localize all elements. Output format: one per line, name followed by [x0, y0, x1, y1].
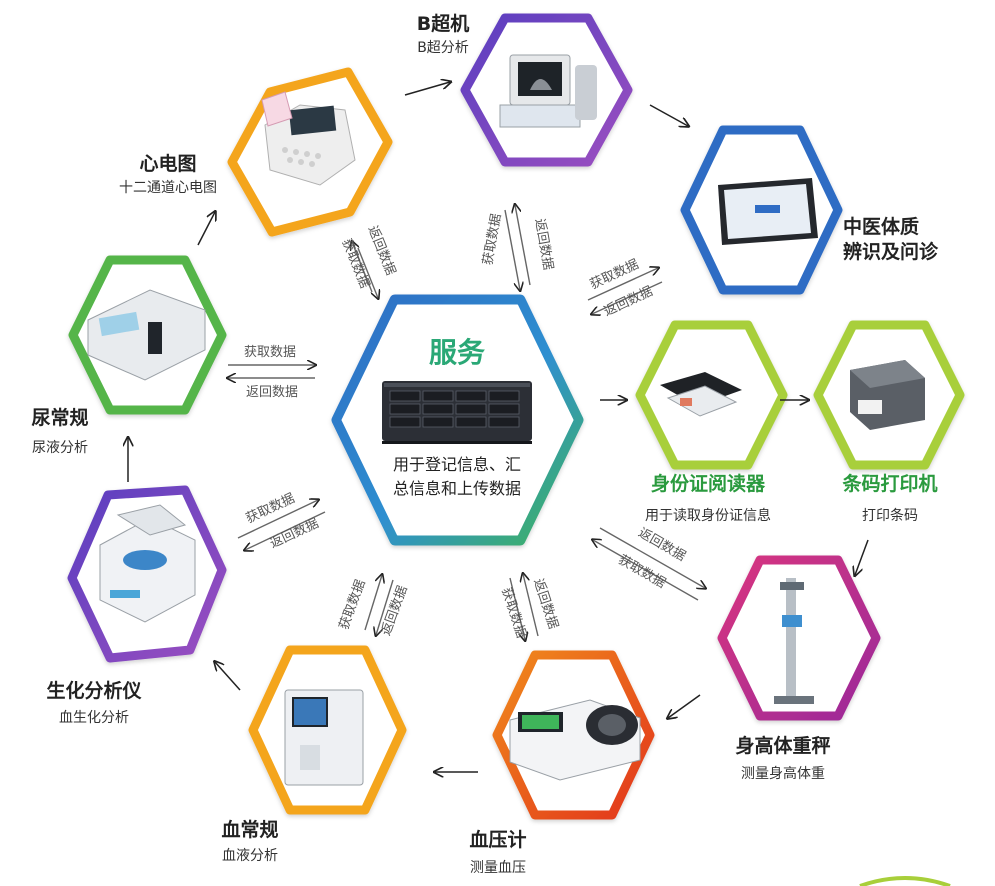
bp-title: 血压计	[469, 828, 526, 851]
flow-label-ecg-ret: 返回数据	[365, 224, 398, 278]
ecg-machine-icon	[261, 91, 356, 186]
flow-label-height-get: 获取数据	[615, 552, 668, 591]
device-idreader[interactable]	[635, 320, 788, 470]
device-biochem[interactable]	[67, 485, 227, 663]
device-bultra[interactable]	[460, 13, 633, 167]
sequence-arrows	[128, 82, 869, 772]
bultra-title: B超机	[417, 12, 469, 35]
server-rack-icon	[382, 381, 532, 444]
flow-label-height-ret: 返回数据	[635, 525, 688, 564]
flow-label-bultra-get: 获取数据	[481, 212, 505, 266]
center-server-node: 服务 用于登记信息、汇 总信息和上传数据	[331, 294, 584, 546]
arrow-blood-to-biochem	[215, 662, 241, 691]
arrow-barcode-to-height	[855, 539, 869, 575]
device-ecg[interactable]	[227, 67, 393, 237]
biochemistry-analyzer-icon	[99, 504, 196, 623]
biochem-subtitle: 血生化分析	[59, 710, 129, 726]
hematology-analyzer-icon	[284, 689, 364, 786]
center-title: 服务	[429, 336, 485, 369]
device-barcode[interactable]	[813, 320, 965, 470]
height-scale-icon	[774, 578, 814, 704]
device-height[interactable]	[717, 555, 881, 721]
ultrasound-machine-icon	[499, 54, 597, 128]
tcm-title-line2: 辨识及问诊	[843, 240, 939, 263]
id-card-reader-icon	[660, 372, 742, 417]
urine-subtitle: 尿液分析	[32, 440, 88, 456]
barcode-printer-icon	[850, 360, 925, 430]
idreader-subtitle: 用于读取身份证信息	[645, 507, 771, 524]
center-desc-line2: 总信息和上传数据	[393, 479, 521, 498]
tcm-title-line1: 中医体质	[843, 215, 919, 238]
idreader-title: 身份证阅读器	[651, 472, 766, 495]
flow-label-blood-get: 获取数据	[337, 578, 369, 632]
data-flow-lines	[228, 205, 705, 640]
flow-label-bultra-ret: 返回数据	[532, 217, 556, 271]
flow-label-biochem-ret: 返回数据	[268, 516, 321, 552]
ecg-title: 心电图	[139, 152, 196, 175]
flow-label-ecg-get: 获取数据	[339, 237, 372, 291]
arrow-height-to-bp	[668, 694, 701, 718]
urine-analyzer-icon	[87, 289, 206, 381]
device-tcm[interactable]	[680, 125, 843, 295]
ecg-subtitle: 十二通道心电图	[119, 180, 217, 196]
height-subtitle: 测量身高体重	[741, 765, 825, 782]
barcode-title: 条码打印机	[842, 472, 937, 495]
flow-label-bp-get: 获取数据	[498, 586, 528, 640]
arrow-ecg-to-bultra	[404, 82, 450, 96]
bultra-subtitle: B超分析	[417, 40, 469, 56]
device-blood[interactable]	[248, 645, 407, 815]
decorative-corner-arc	[859, 876, 951, 886]
height-title: 身高体重秤	[735, 734, 830, 757]
urine-title: 尿常规	[31, 406, 88, 429]
center-desc-line1: 用于登记信息、汇	[393, 455, 521, 474]
bp-subtitle: 测量血压	[470, 860, 526, 876]
biochem-title: 生化分析仪	[46, 679, 142, 702]
blood-subtitle: 血液分析	[222, 848, 278, 864]
blood-pressure-monitor-icon	[509, 699, 641, 781]
device-urine[interactable]	[68, 255, 227, 415]
flow-label-biochem-get: 获取数据	[244, 491, 297, 527]
arrow-bultra-to-tcm	[649, 104, 688, 126]
tablet-icon	[718, 178, 818, 245]
barcode-subtitle: 打印条码	[862, 507, 918, 524]
flow-label-urine-ret: 返回数据	[246, 385, 298, 400]
arrow-urine-to-ecg	[197, 212, 215, 246]
flow-label-urine-get: 获取数据	[244, 345, 296, 360]
device-bp[interactable]	[492, 650, 655, 820]
blood-title: 血常规	[221, 818, 278, 841]
